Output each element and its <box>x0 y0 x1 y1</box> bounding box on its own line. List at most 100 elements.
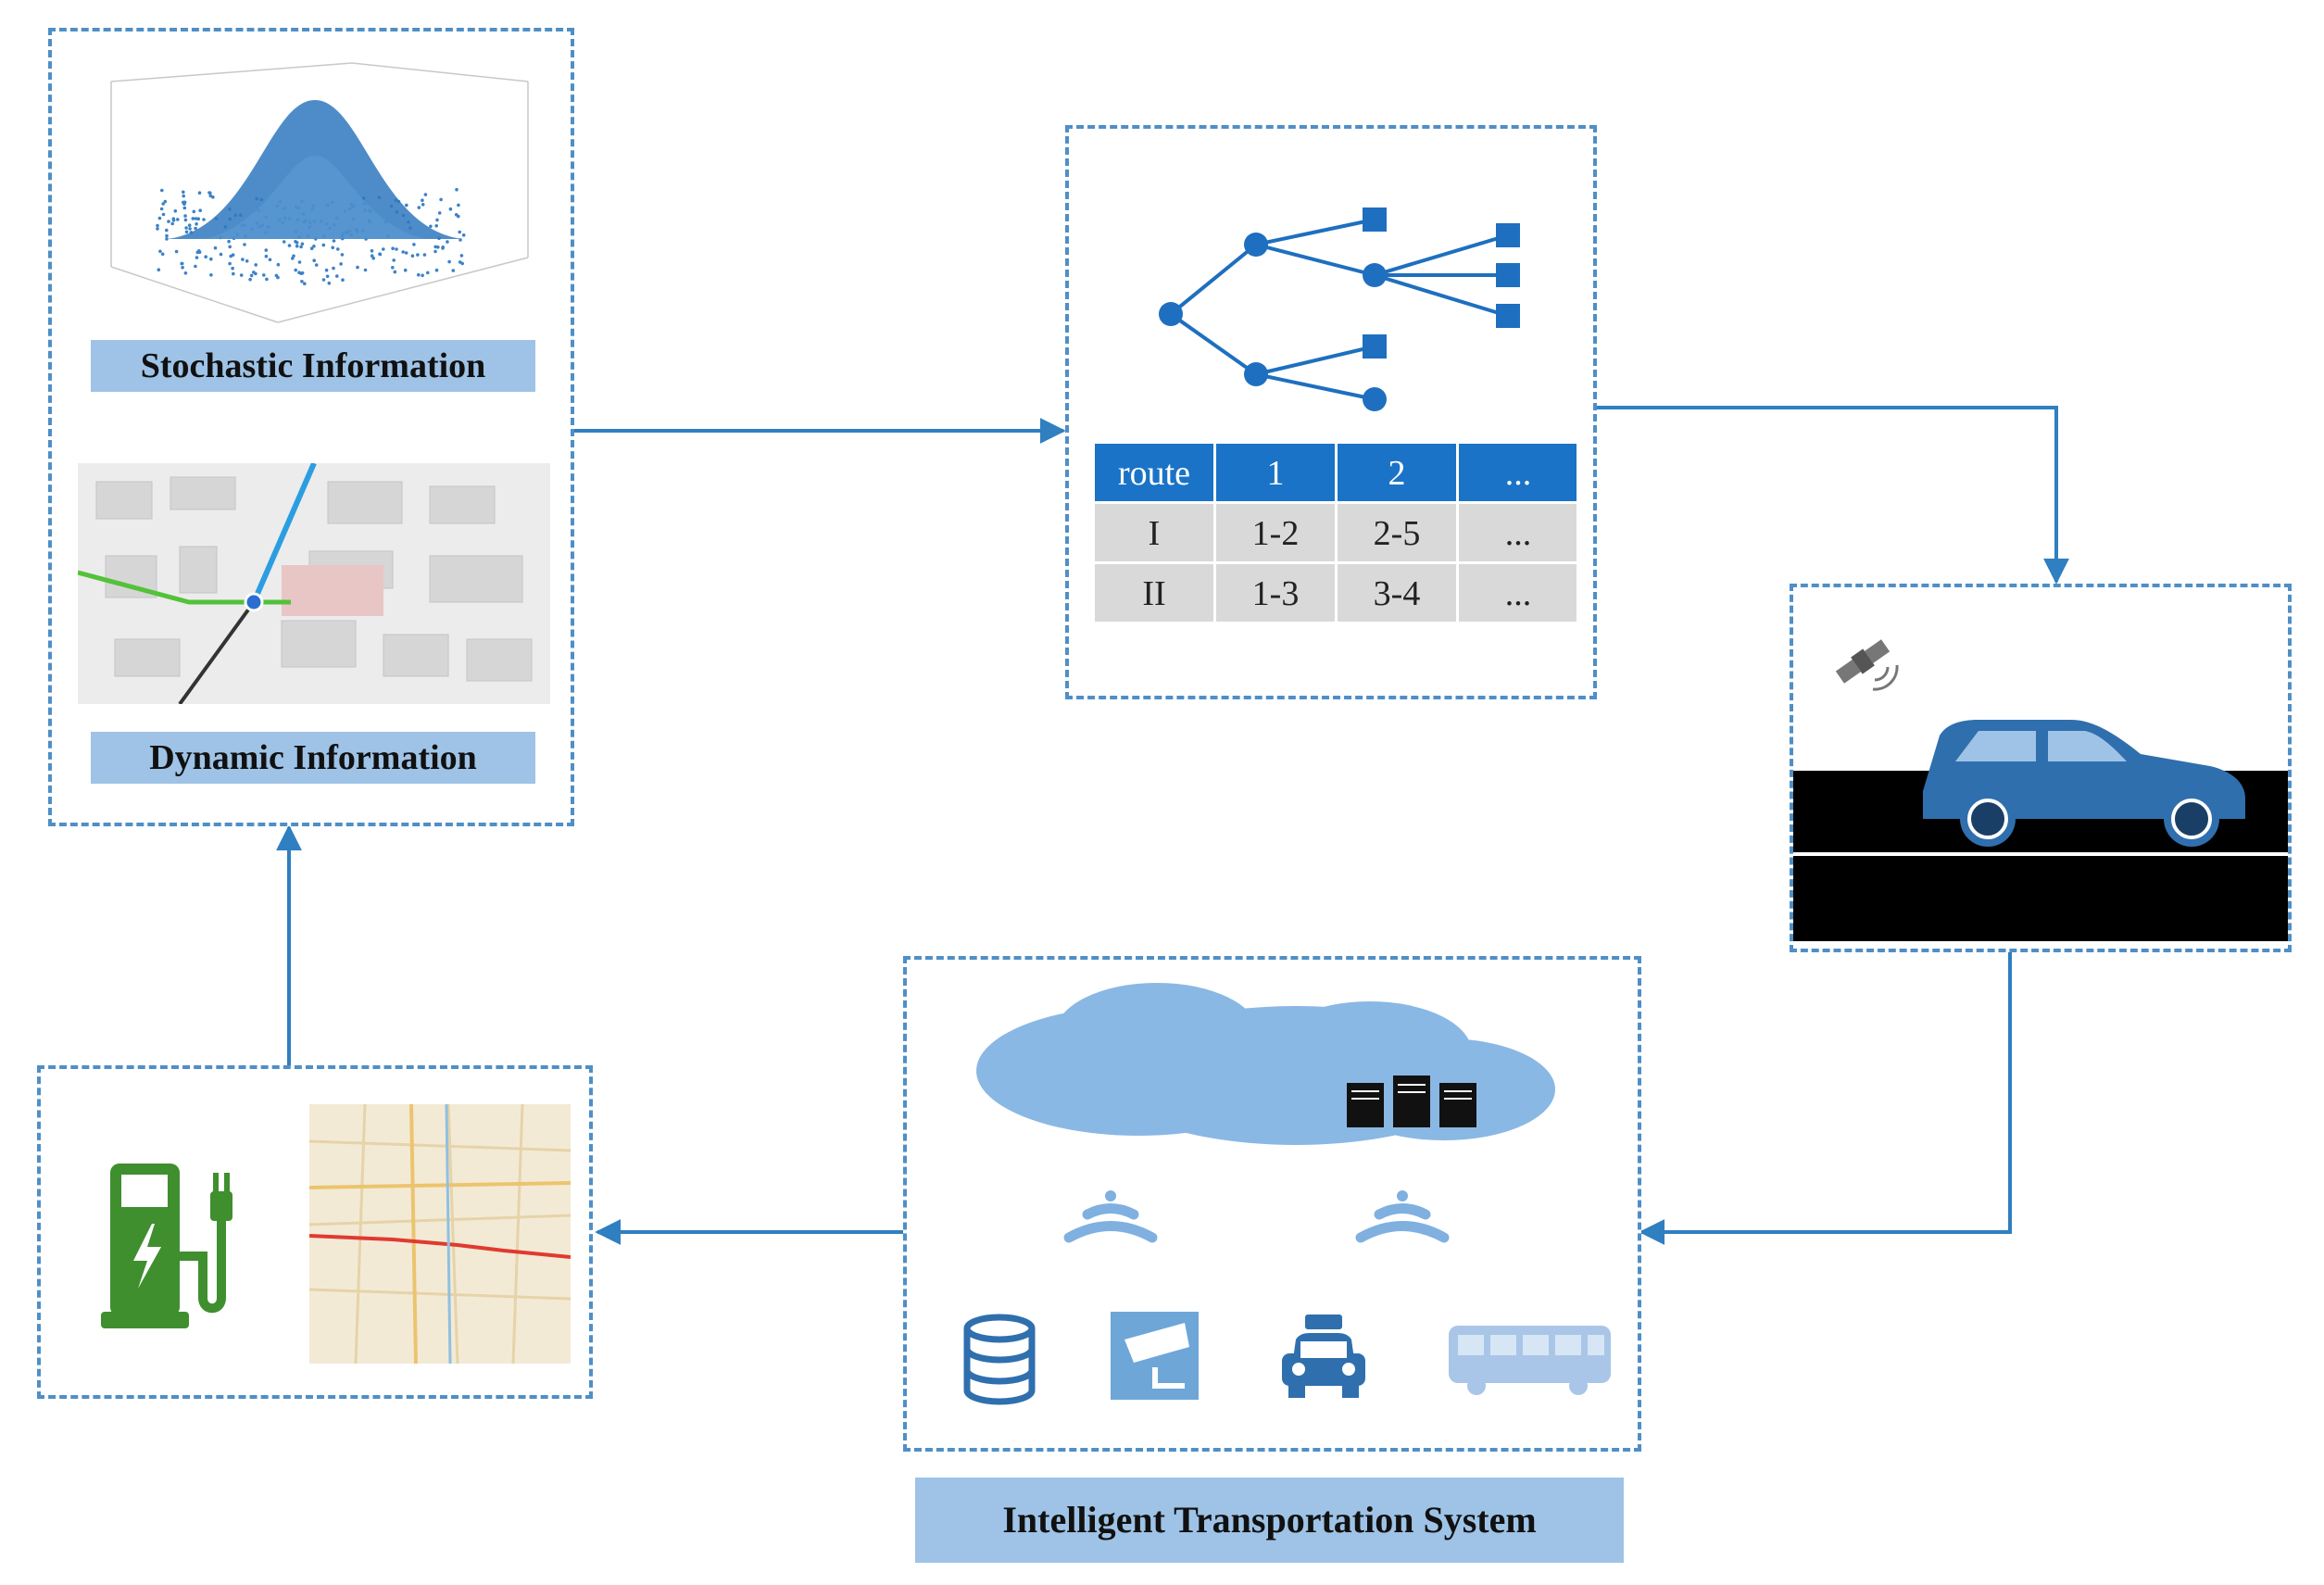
scatter-point <box>297 270 301 274</box>
table-cell-text: ... <box>1505 514 1532 553</box>
table-header-text: ... <box>1505 454 1532 493</box>
scatter-point <box>421 273 424 278</box>
scatter-point <box>321 243 326 247</box>
scatter-point <box>441 246 445 250</box>
scatter-point <box>265 277 269 282</box>
scatter-point <box>182 200 185 205</box>
its-panel <box>903 956 1641 1452</box>
scatter-point <box>297 260 302 264</box>
arrow-routes-to-vehicle <box>1597 406 2069 585</box>
satellite-icon <box>1835 639 1891 684</box>
scatter-point <box>421 198 424 202</box>
its-scene <box>963 983 1611 1405</box>
scatter-point <box>165 237 169 241</box>
scatter-point <box>209 257 213 261</box>
table-cell <box>1216 564 1335 622</box>
scatter-point <box>447 259 451 264</box>
camera-icon <box>1111 1312 1199 1400</box>
scatter-point <box>161 202 165 206</box>
scatter-point <box>426 270 430 275</box>
scatter-point <box>262 273 266 277</box>
scatter-point <box>423 193 428 196</box>
scatter-point <box>194 264 197 269</box>
taxi-icon <box>1282 1315 1365 1398</box>
scatter-point <box>327 281 332 285</box>
scatter-point <box>160 252 165 257</box>
scatter-point <box>194 217 198 220</box>
scatter-point <box>156 223 159 228</box>
scatter-point <box>209 273 213 277</box>
scatter-point <box>165 233 169 238</box>
vehicle-scene <box>1793 639 2288 941</box>
scatter-point <box>184 230 189 234</box>
table-cell-text: II <box>1142 574 1165 613</box>
scatter-point <box>325 274 330 279</box>
scatter-point <box>331 245 335 250</box>
scatter-point <box>188 227 192 231</box>
scatter-point <box>422 253 427 257</box>
scatter-point <box>160 188 164 193</box>
scatter-point <box>404 251 408 255</box>
scatter-point <box>446 240 449 244</box>
scatter-point <box>405 203 408 208</box>
scatter-point <box>243 243 246 246</box>
scatter-point <box>202 218 206 221</box>
scatter-point <box>161 212 166 217</box>
scatter-point <box>434 224 439 228</box>
scatter-point <box>460 261 465 266</box>
scatter-point <box>435 218 439 222</box>
charging-panel <box>37 1065 593 1399</box>
table-header-cell <box>1338 444 1456 501</box>
scatter-point <box>195 222 198 226</box>
scatter-point <box>192 209 196 214</box>
scatter-point <box>197 249 201 253</box>
scatter-point <box>158 249 162 254</box>
scatter-point <box>208 191 212 195</box>
arrow-vehicle-to-its <box>1639 952 2012 1245</box>
table-header-cell <box>1459 444 1577 501</box>
scatter-point <box>173 209 178 213</box>
scatter-point <box>332 239 336 243</box>
scatter-point <box>321 278 326 282</box>
gaussian-surface-plot <box>110 62 529 323</box>
table-cell <box>1338 564 1456 622</box>
scatter-point <box>410 254 415 258</box>
road-lower <box>1793 856 2288 941</box>
scatter-point <box>231 266 234 270</box>
scatter-point <box>195 256 199 259</box>
scatter-point <box>341 278 345 282</box>
scatter-point <box>276 262 281 267</box>
scatter-point <box>249 273 254 278</box>
scatter-point <box>282 240 286 244</box>
scatter-point <box>378 252 382 256</box>
scatter-point <box>299 245 303 249</box>
information-panel: Stochastic Information Dynamic Informati… <box>48 28 574 826</box>
table-cell <box>1095 504 1213 561</box>
scatter-point <box>167 220 170 223</box>
scatter-point <box>248 277 252 282</box>
scatter-point <box>180 261 183 266</box>
scatter-point <box>339 262 343 266</box>
scatter-point <box>204 255 207 258</box>
scatter-point <box>228 245 232 249</box>
scatter-point <box>264 248 269 252</box>
scatter-point <box>197 191 202 195</box>
table-cell-text: ... <box>1505 574 1532 613</box>
scatter-point <box>194 226 197 231</box>
wifi-signal-icon <box>1063 1190 1450 1243</box>
scatter-point <box>433 249 437 254</box>
scatter-point <box>241 258 245 261</box>
scatter-point <box>268 258 272 262</box>
server-icon <box>1347 1076 1476 1127</box>
table-cell-text: 2-5 <box>1374 514 1421 553</box>
scatter-point <box>300 280 304 283</box>
scatter-point <box>254 263 258 267</box>
scatter-point <box>458 230 462 234</box>
scatter-point <box>370 249 374 253</box>
scatter-point <box>336 247 340 251</box>
scatter-point <box>434 268 439 272</box>
scatter-point <box>429 224 433 229</box>
scatter-point <box>417 206 421 209</box>
scatter-point <box>231 253 235 257</box>
